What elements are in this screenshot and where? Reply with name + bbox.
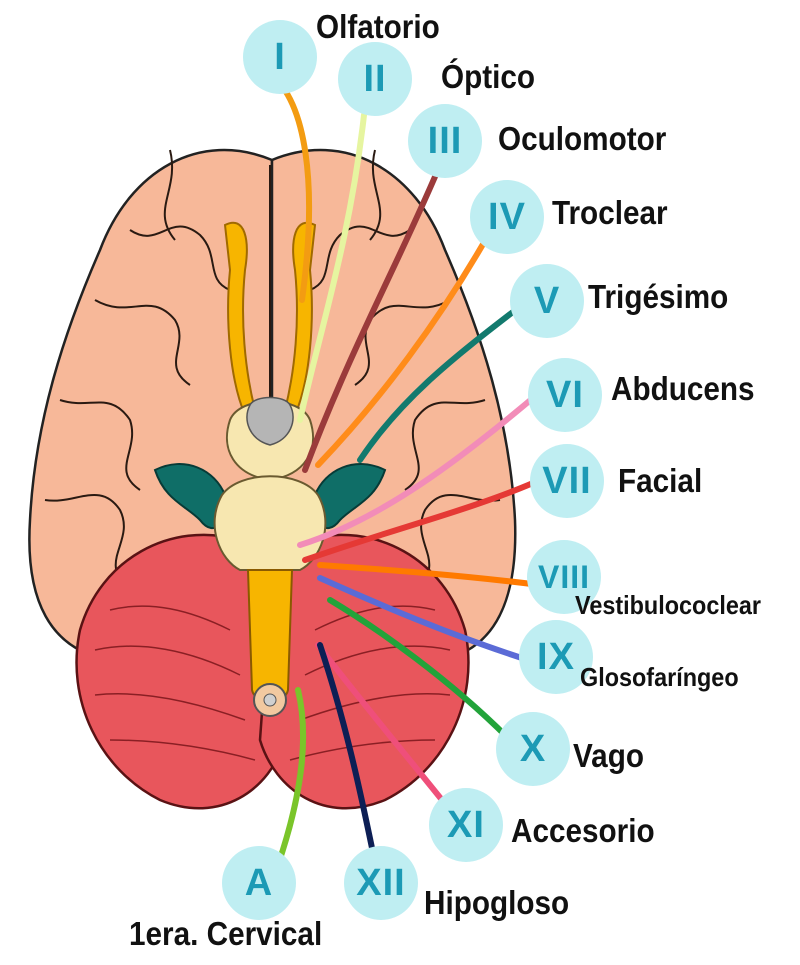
- nerve-badge-troclear: IV: [470, 180, 544, 254]
- cerebellum-folia: [94, 605, 451, 761]
- nerve-line-abducens: [297, 389, 543, 548]
- nerve-line-olfatorio: [279, 83, 313, 303]
- nerve-line-accesorio: [315, 642, 445, 803]
- nerve-line-hipogloso: [317, 642, 375, 851]
- nerve-label-trigesimo: Trigésimo: [588, 278, 729, 315]
- nerve-label-abducens: Abducens: [611, 370, 755, 407]
- nerve-label-vago: Vago: [573, 737, 644, 774]
- cerebrum-left-hemisphere: [28, 148, 274, 662]
- nerve-badge-facial: VII: [530, 444, 604, 518]
- nerve-badge-oculomotor: III: [408, 104, 482, 178]
- nerve-line-troclear: [315, 229, 493, 468]
- nerve-badge-abducens: VI: [528, 358, 602, 432]
- olfactory-tract-left: [223, 221, 257, 417]
- nerve-label-facial: Facial: [618, 462, 703, 499]
- nerve-badge-vestibulococlear: VIII: [527, 540, 601, 614]
- optic-chiasm: [246, 396, 294, 446]
- nerve-pointer-lines: [275, 83, 543, 868]
- nerve-line-vestibulococlear: [317, 562, 543, 588]
- nerve-line-glosofaringeo: [317, 575, 531, 663]
- nerve-label-oculomotor: Oculomotor: [498, 120, 667, 157]
- nerve-label-optico: Óptico: [441, 58, 536, 95]
- nerve-line-trigesimo: [357, 302, 525, 463]
- nerve-label-olfatorio: Olfatorio: [316, 8, 440, 45]
- nerve-label-accesorio: Accesorio: [511, 812, 655, 849]
- nerve-label-glosofaringeo: Glosofaríngeo: [580, 662, 739, 692]
- nerve-label-1era-cervical: 1era. Cervical: [129, 915, 323, 952]
- nerve-badge-hipogloso: XII: [344, 846, 418, 920]
- nerve-label-vestibulococlear: Vestibulococlear: [575, 590, 761, 620]
- nerve-line-facial: [302, 480, 536, 563]
- nerve-badge-trigesimo: V: [510, 264, 584, 338]
- nerve-badge-optico: II: [338, 42, 412, 116]
- nerve-line-1era-cervical: [275, 687, 307, 868]
- nerve-badge-glosofaringeo: IX: [519, 620, 593, 694]
- nerve-badge-1era-cervical: A: [222, 846, 296, 920]
- nerve-badge-olfatorio: I: [243, 20, 317, 94]
- spinal-canal: [263, 693, 277, 707]
- nerve-line-vago: [327, 597, 511, 741]
- medulla: [246, 569, 294, 703]
- nerve-badge-vago: X: [496, 712, 570, 786]
- nerve-line-optico: [297, 112, 367, 423]
- nerve-badge-accesorio: XI: [429, 788, 503, 862]
- nerve-line-oculomotor: [302, 162, 443, 473]
- nerve-label-troclear: Troclear: [552, 194, 668, 231]
- nerve-label-hipogloso: Hipogloso: [424, 884, 570, 921]
